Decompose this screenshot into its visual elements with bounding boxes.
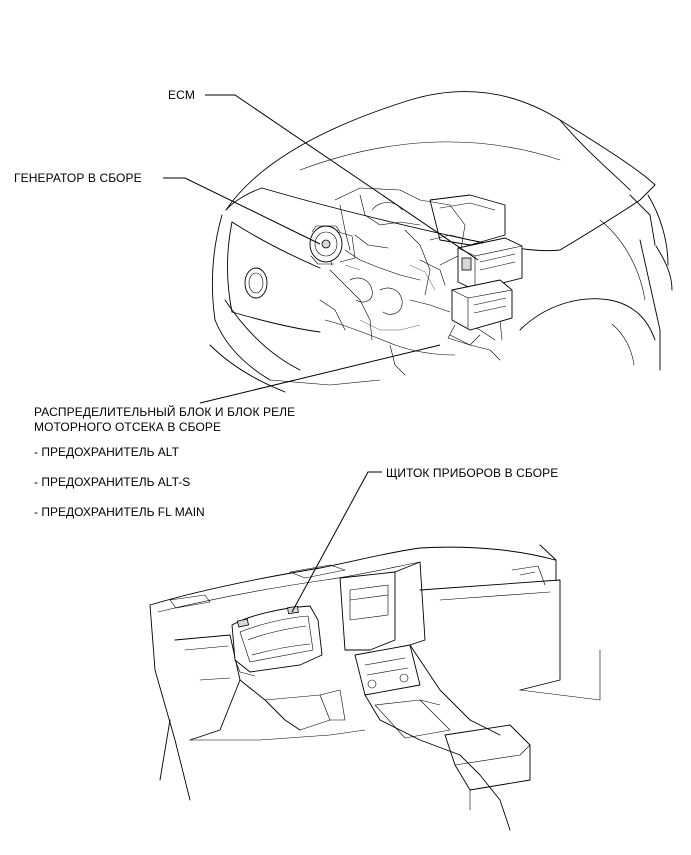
ecm-label: ECM: [168, 88, 195, 102]
instrument-cluster-part: [231, 605, 323, 677]
generator-leader: [163, 177, 321, 245]
leader-lines: [163, 94, 479, 613]
fuse-list: - ПРЕДОХРАНИТЕЛЬ ALT - ПРЕДОХРАНИТЕЛЬ AL…: [34, 445, 205, 535]
generator-part: [309, 225, 356, 265]
relay-block-leader: [199, 344, 441, 404]
vehicle-front-illustration: [209, 91, 673, 393]
ecm-part: [457, 237, 523, 291]
instrument-cluster-leader: [291, 471, 382, 613]
instrument-cluster-label: ЩИТОК ПРИБОРОВ В СБОРЕ: [386, 466, 559, 480]
fuse-item-alt: - ПРЕДОХРАНИТЕЛЬ ALT: [34, 445, 179, 459]
dashboard-illustration: [149, 544, 601, 831]
generator-label: ГЕНЕРАТОР В СБОРЕ: [14, 171, 142, 185]
relay-block-label-line2: МОТОРНОГО ОТСЕКА В СБОРЕ: [34, 420, 222, 434]
fuse-item-alt-s: - ПРЕДОХРАНИТЕЛЬ ALT-S: [34, 475, 191, 489]
relay-block-label-line1: РАСПРЕДЕЛИТЕЛЬНЫЙ БЛОК И БЛОК РЕЛЕ: [34, 405, 296, 419]
relay-block-part: [447, 279, 513, 346]
ecm-leader: [205, 94, 479, 261]
fuse-item-fl-main: - ПРЕДОХРАНИТЕЛЬ FL MAIN: [34, 505, 205, 519]
